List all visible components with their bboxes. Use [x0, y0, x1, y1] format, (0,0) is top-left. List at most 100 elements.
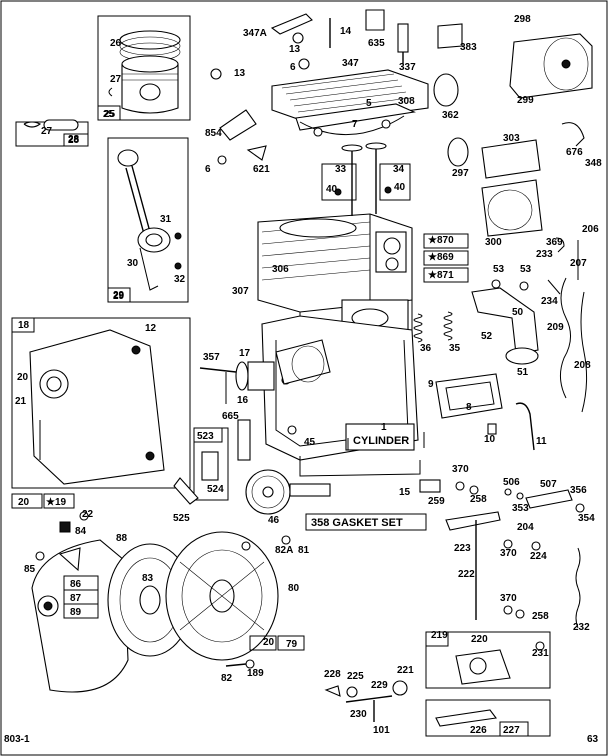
part-label-p297: 297 — [452, 168, 469, 179]
part-label-p45: 45 — [304, 437, 316, 448]
part-label-p259: 259 — [428, 496, 445, 507]
part-label-p370: 370 — [452, 464, 469, 475]
piston-box — [97, 15, 191, 121]
boxed-label-89: 89 — [70, 607, 82, 618]
parts-list-box — [423, 233, 469, 283]
part-label-p35: 35 — [449, 343, 461, 354]
cam-gear — [245, 469, 331, 515]
part-label-p229: 229 — [371, 680, 388, 691]
part-label-p63: 63 — [587, 734, 599, 745]
boxed-label-20: 20 — [18, 497, 30, 508]
part-label-p354: 354 — [578, 513, 595, 524]
part-label-p85: 85 — [24, 564, 36, 575]
part-label-p6: 6 — [290, 62, 296, 73]
part-label-p370b: 370 — [500, 548, 517, 559]
part-label-p337: 337 — [399, 62, 416, 73]
part-label-p223: 223 — [454, 543, 471, 554]
part-label-p209: 209 — [547, 322, 564, 333]
part-label-p219: 219 — [431, 630, 448, 641]
part-label-p34: 34 — [393, 164, 405, 175]
part-label-p369: 369 — [546, 237, 563, 248]
part-label-p621: 621 — [253, 164, 270, 175]
part-label-p84: 84 — [75, 526, 87, 537]
part-label-p29: 29 — [113, 290, 125, 301]
part-label-p207: 207 — [570, 258, 587, 269]
part-label-p676: 676 — [566, 147, 583, 158]
part-label-p6b: 6 — [205, 164, 211, 175]
part-label-p26: 26 — [110, 38, 122, 49]
part-label-p52: 52 — [481, 331, 493, 342]
part-label-p32: 32 — [174, 274, 186, 285]
part-label-p665: 665 — [222, 411, 239, 422]
part-label-p204: 204 — [517, 522, 534, 533]
part-label-p81: 81 — [298, 545, 310, 556]
part-label-p189: 189 — [247, 668, 264, 679]
part-label-p82A: 82A — [275, 545, 293, 556]
part-label-p224: 224 — [530, 551, 547, 562]
boxed-label-25: 25 — [103, 109, 115, 120]
part-label-p220: 220 — [471, 634, 488, 645]
starter-housing — [165, 531, 305, 661]
part-label-pCyl1: 1 — [381, 422, 387, 433]
part-label-p370c: 370 — [500, 593, 517, 604]
small-boxes — [11, 493, 89, 533]
part-label-p17: 17 — [239, 348, 251, 359]
part-label-p83: 83 — [142, 573, 154, 584]
crankshaft — [199, 339, 331, 404]
part-label-p51: 51 — [517, 367, 529, 378]
part-label-p46: 46 — [268, 515, 280, 526]
part-label-p869: ★869 — [428, 252, 454, 263]
part-label-p525: 525 — [173, 513, 190, 524]
part-label-p88: 88 — [116, 533, 128, 544]
part-label-pCyl: CYLINDER — [353, 435, 409, 447]
part-label-p854: 854 — [205, 128, 222, 139]
part-label-p25: 25 — [104, 109, 116, 120]
boxed-label-29: 29 — [113, 291, 125, 302]
spark-arrester-box — [173, 419, 251, 505]
part-label-p222: 222 — [458, 569, 475, 580]
part-label-p15: 15 — [399, 487, 411, 498]
part-label-p308: 308 — [398, 96, 415, 107]
part-label-p101: 101 — [373, 725, 390, 736]
part-label-p20b: 20 — [263, 637, 275, 648]
part-label-p7: 7 — [352, 119, 358, 130]
piston-pin-box — [15, 119, 89, 147]
cylinder-label-frame — [347, 432, 425, 450]
part-label-p506: 506 — [503, 477, 520, 488]
part-label-p53: 53 — [493, 264, 505, 275]
part-label-p300: 300 — [485, 237, 502, 248]
part-label-p362: 362 — [442, 110, 459, 121]
cylinder-head — [271, 69, 429, 137]
part-label-p208: 208 — [574, 360, 591, 371]
part-label-p82: 82 — [221, 673, 233, 684]
blower-housing — [31, 539, 129, 693]
part-label-p356: 356 — [570, 485, 587, 496]
boxed-label-227: 227 — [503, 725, 520, 736]
part-label-p353: 353 — [512, 503, 529, 514]
governor-linkage — [419, 479, 585, 629]
part-label-p303: 303 — [503, 133, 520, 144]
part-label-p206: 206 — [582, 224, 599, 235]
part-label-p803: 803-1 — [4, 734, 30, 745]
air-cleaner — [433, 23, 593, 237]
shaft-box — [425, 699, 551, 737]
part-label-p53b: 53 — [520, 264, 532, 275]
part-label-p33: 33 — [335, 164, 347, 175]
part-label-p40b: 40 — [394, 182, 406, 193]
part-label-p635: 635 — [368, 38, 385, 49]
part-label-p36: 36 — [420, 343, 432, 354]
boxed-label-gasket-set: 358 GASKET SET — [311, 517, 403, 529]
part-label-p50: 50 — [512, 307, 524, 318]
valve-springs — [413, 311, 453, 343]
part-label-p16: 16 — [237, 395, 249, 406]
part-label-p18: 18 — [18, 320, 30, 331]
part-label-p307: 307 — [232, 286, 249, 297]
part-label-p30: 30 — [127, 258, 139, 269]
part-label-p21: 21 — [15, 396, 27, 407]
flywheel-box — [63, 535, 291, 669]
boxed-labels: 28 29 25 523 20 ★19 86 87 89 79 227 358 … — [18, 109, 520, 736]
part-label-p299: 299 — [517, 95, 534, 106]
